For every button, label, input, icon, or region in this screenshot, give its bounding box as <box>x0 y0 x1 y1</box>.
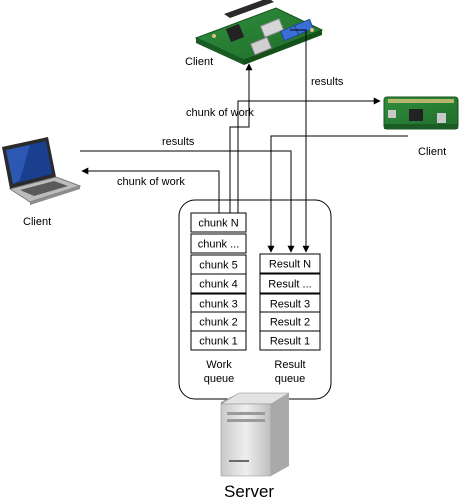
work-queue-item <box>190 233 247 254</box>
laptop-icon <box>2 137 82 205</box>
work-queue-item <box>190 273 247 294</box>
arrow-chunk-to-right-client <box>237 97 381 213</box>
result-queue: Result N Result ... Result 3 Result 2 Re… <box>259 253 321 385</box>
work-queue-label-line1: Work <box>206 359 232 371</box>
arrow-results-from-right-client <box>267 135 408 253</box>
left-client: Client <box>2 137 82 228</box>
work-queue-item <box>190 330 247 351</box>
results-from-top-label: results <box>311 76 344 88</box>
arrow-chunk-to-top-client <box>229 63 253 213</box>
work-queue-item-text: chunk 5 <box>199 260 238 272</box>
result-queue-item <box>259 273 321 294</box>
work-queue: chunk N chunk ... chunk 5 chunk 4 chunk … <box>190 212 247 385</box>
result-queue-label-line2: queue <box>275 373 306 385</box>
result-queue-item <box>259 330 321 351</box>
arrow-results-from-top-client <box>290 29 310 253</box>
result-queue-item <box>259 253 321 274</box>
arrow-results-from-left-client <box>80 150 295 253</box>
left-client-label: Client <box>23 216 51 228</box>
right-client: Client <box>383 96 459 158</box>
result-queue-label-line1: Result <box>274 359 305 371</box>
server-tower-icon <box>220 392 290 477</box>
arrow-chunk-to-left-client <box>81 167 220 213</box>
work-queue-item-text: chunk 3 <box>199 299 238 311</box>
chunk-to-left-label: chunk of work <box>117 176 185 188</box>
result-queue-item-text: Result 1 <box>270 336 310 348</box>
result-queue-item-text: Result ... <box>268 279 311 291</box>
chunk-to-top-label: chunk of work <box>186 107 254 119</box>
server-label: Server <box>224 482 274 501</box>
results-from-left-label: results <box>162 136 195 148</box>
small-board-computer-icon <box>383 96 459 130</box>
work-queue-item-text: chunk 4 <box>199 279 238 291</box>
result-queue-item-text: Result 2 <box>270 317 310 329</box>
single-board-computer-icon <box>194 0 324 65</box>
top-client: Client <box>185 0 324 68</box>
work-queue-label-line2: queue <box>204 373 235 385</box>
work-queue-item-text: chunk 2 <box>199 317 238 329</box>
top-client-label: Client <box>185 56 213 68</box>
work-queue-item-text: chunk ... <box>198 239 240 251</box>
result-queue-item-text: Result 3 <box>270 299 310 311</box>
work-queue-item-text: chunk N <box>198 218 238 230</box>
work-queue-item-text: chunk 1 <box>199 336 238 348</box>
result-queue-item-text: Result N <box>269 259 311 271</box>
right-client-label: Client <box>418 146 446 158</box>
